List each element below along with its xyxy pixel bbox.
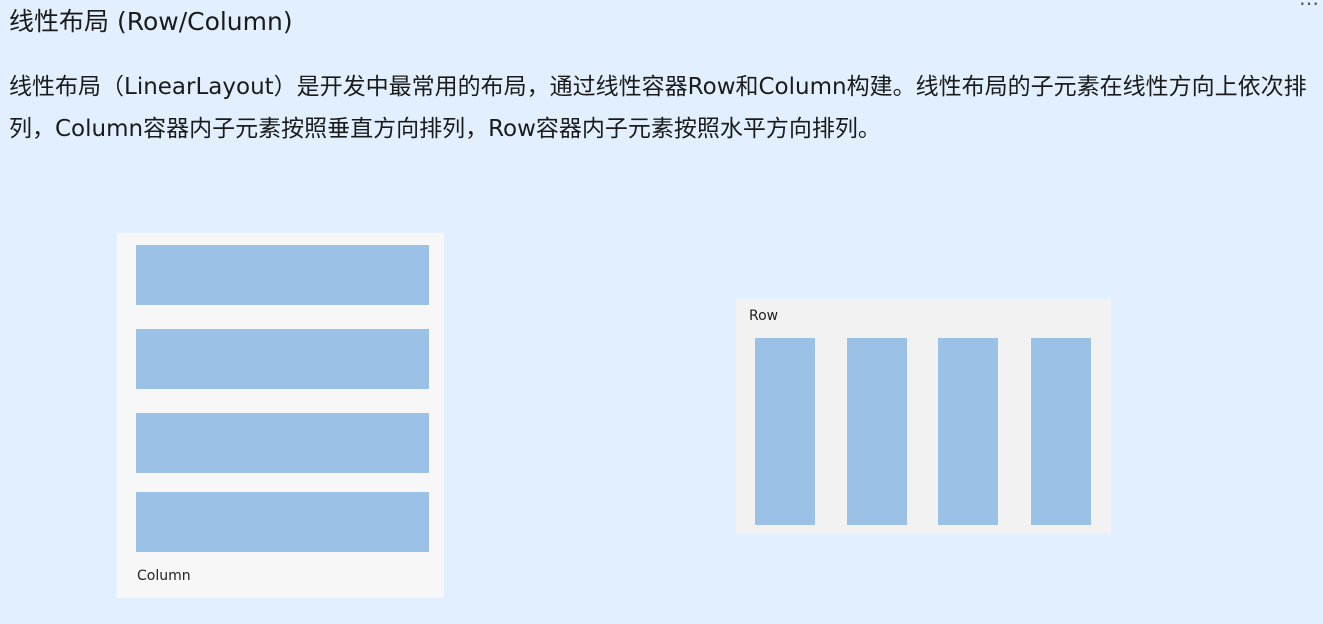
intro-paragraph: 线性布局（LinearLayout）是开发中最常用的布局，通过线性容器Row和C… [9, 74, 1307, 142]
row-child-block [1031, 338, 1091, 525]
column-child-block [136, 413, 429, 473]
column-child-block [136, 245, 429, 305]
column-label: Column [137, 568, 191, 584]
column-diagram: Column [117, 233, 444, 598]
row-child-block [938, 338, 998, 525]
row-diagram: Row [736, 299, 1111, 533]
row-child-block [847, 338, 907, 525]
row-child-block [755, 338, 815, 525]
corner-fragment: … [1299, 0, 1319, 10]
column-child-block [136, 492, 429, 552]
column-child-block [136, 329, 429, 389]
row-label: Row [749, 308, 779, 324]
page-title: 线性布局 (Row/Column) [9, 7, 293, 36]
